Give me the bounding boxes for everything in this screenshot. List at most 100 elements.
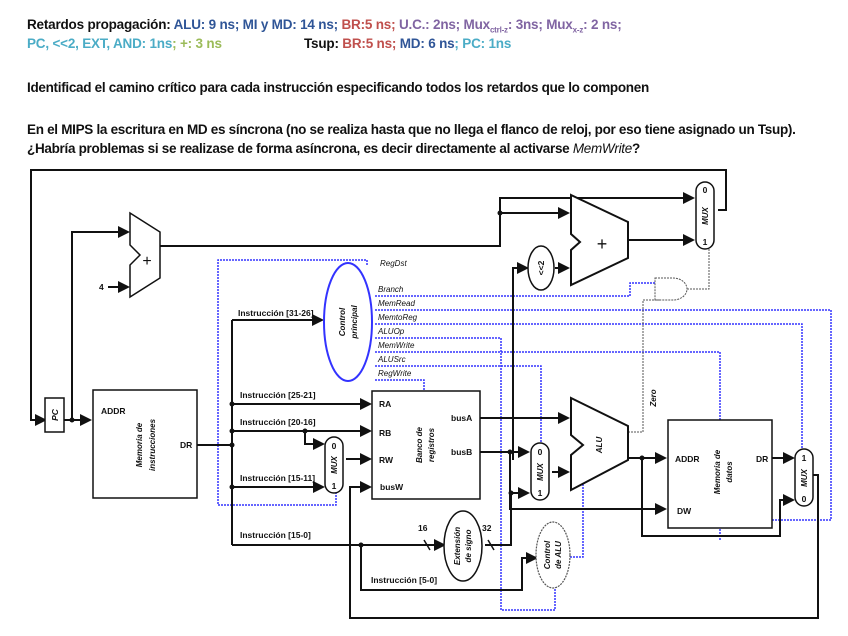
memtoreg-mux-in0: 0: [802, 494, 807, 504]
delay-pc-shift-ext-and: PC, <<2, EXT, AND: 1ns: [27, 36, 173, 51]
alusrc-mux: MUX 0 1: [530, 442, 550, 501]
datapath-wires: [30, 169, 819, 619]
dmem-title-2: datos: [725, 461, 734, 483]
memtoreg-line: [375, 323, 803, 450]
imem-dr-label: DR: [180, 440, 192, 450]
control-title-1: Control: [338, 307, 347, 336]
alu-label: ALU: [595, 437, 604, 455]
dmem-dw-label: DW: [677, 506, 692, 516]
pc-mux-in0: 0: [703, 185, 708, 195]
question-2-memwrite: MemWrite: [572, 141, 632, 156]
mux-ctrl-val: : 3ns;: [507, 17, 547, 32]
imem-title-1: Memoria de: [135, 422, 144, 467]
pc-source-mux: MUX 0 1: [695, 181, 715, 250]
and-output-line: [687, 245, 710, 290]
signal-memtoreg: MemtoReg: [378, 313, 418, 322]
field-rt-label: Instrucción [20-16]: [240, 417, 316, 427]
question-1: Identificad el camino crítico para cada …: [27, 80, 649, 95]
signal-memread: MemRead: [378, 299, 415, 308]
regdst-mux-in1: 1: [332, 481, 337, 491]
field-rd-label: Instrucción [15-11]: [240, 473, 315, 483]
and-gate: [654, 277, 688, 301]
delays-prefix: Retardos propagación:: [27, 17, 174, 32]
delays-line-2: PC, <<2, EXT, AND: 1ns; +: 3 ns Tsup: BR…: [27, 36, 827, 51]
funct-field-wire: [360, 545, 538, 591]
zero-line: [628, 299, 660, 433]
delay-adder: ; +: 3 ns: [172, 36, 222, 51]
memwrite-line: [375, 351, 721, 420]
tsup-values: Tsup: BR:5 ns; MD: 6 ns; PC: 1ns: [304, 36, 511, 51]
mux-xz-label: Mux: [546, 17, 573, 32]
alu-control: Control de ALU: [535, 521, 571, 589]
alu-result-to-mux: [641, 458, 795, 537]
regdst-line: [217, 259, 368, 506]
field-rs-label: Instrucción [25-21]: [240, 390, 316, 400]
delays-line-1: Retardos propagación: ALU: 9 ns; MI y MD…: [27, 17, 622, 35]
regfile-ra-label: RA: [379, 399, 391, 409]
regfile-title-1: Banco de: [415, 426, 424, 463]
regfile-busw-label: busW: [380, 482, 404, 492]
delay-alu-mem: ALU: 9 ns; MI y MD: 14 ns;: [173, 17, 342, 32]
delay-uc: U.C.: 2ns;: [398, 17, 464, 32]
alusrc-mux-in0: 0: [538, 447, 543, 457]
mux-xz-sub: x-z: [572, 25, 584, 35]
memtoreg-mux-in1: 1: [802, 453, 807, 463]
pc-plus4-wire: [160, 192, 695, 247]
pc-mux-label: MUX: [701, 206, 710, 224]
regfile-busa-label: busA: [451, 413, 472, 423]
signext-to-alusrc: [485, 492, 528, 546]
alu-control-title-2: de ALU: [554, 541, 563, 569]
question-2-end: ?: [631, 141, 640, 156]
field-funct-label: Instrucción [5-0]: [371, 575, 437, 585]
signal-regdst: RegDst: [380, 259, 407, 268]
tsup-label: Tsup:: [304, 36, 343, 51]
field-imm-label: Instrucción [15-0]: [240, 530, 311, 540]
alusrc-line: [375, 365, 542, 445]
branch-adder: +: [570, 193, 629, 287]
imem-addr-label: ADDR: [101, 406, 126, 416]
signal-aluop: ALUOp: [377, 327, 405, 336]
sign-extension: Extensión de signo 16 32: [418, 510, 495, 582]
signal-branch: Branch: [378, 285, 404, 294]
delay-br: BR:5 ns;: [341, 17, 399, 32]
register-file: RA RB RW busW busA busB Banco de registr…: [371, 390, 481, 500]
regdst-mux: MUX 0 1: [324, 436, 344, 494]
pc-to-adder-wire: [71, 226, 130, 420]
junction-dots: [69, 210, 645, 548]
regfile-title-2: registros: [427, 427, 436, 462]
mux-ctrl-sub: ctrl-z: [489, 25, 508, 35]
dmem-dr-label: DR: [756, 454, 768, 464]
imem-title-2: instrucciones: [148, 418, 157, 471]
pc-register: PC: [44, 397, 65, 433]
signal-memwrite: MemWrite: [378, 341, 415, 350]
tsup-pc: ; PC: 1ns: [454, 36, 512, 51]
pc-input-wire: [30, 169, 727, 426]
control-signal-labels: RegDst Branch MemRead MemtoReg ALUOp Mem…: [377, 259, 418, 378]
pc-mux-in1: 1: [703, 237, 708, 247]
dmem-title-1: Memoria de: [713, 449, 722, 494]
pc-adder: + 4: [99, 211, 161, 299]
dmem-addr-label: ADDR: [675, 454, 700, 464]
pc-adder-plus: +: [142, 253, 151, 270]
field-op-label: Instrucción [31-26]: [238, 308, 314, 318]
alu: ALU Zero: [570, 389, 658, 492]
memtoreg-mux-label: MUX: [800, 468, 809, 486]
zero-and-logic: [628, 245, 710, 433]
signext-out-bits: 32: [482, 523, 492, 533]
question-2: En el MIPS la escritura en MD es síncron…: [27, 120, 827, 158]
delay-mux-xz: Muxx-z: 2 ns;: [546, 17, 621, 35]
mux-ctrl-label: Mux: [463, 17, 491, 32]
question-2-text: En el MIPS la escritura en MD es síncron…: [27, 122, 796, 156]
delay-mux-ctrl: Muxctrl-z: 3ns;: [463, 17, 547, 35]
rt-to-mux-wire: [304, 431, 325, 450]
instruction-field-labels: Instrucción [31-26] Instrucción [25-21] …: [238, 308, 437, 585]
regfile-rb-label: RB: [379, 428, 391, 438]
regdst-mux-in0: 0: [332, 441, 337, 451]
signext-title-1: Extensión: [453, 527, 462, 565]
instruction-memory: ADDR DR Memoria de instrucciones: [92, 389, 198, 499]
pc-label: PC: [50, 408, 60, 421]
alusrc-mux-label: MUX: [536, 462, 545, 480]
regfile-busb-label: busB: [451, 447, 472, 457]
const-four-label: 4: [99, 282, 104, 292]
